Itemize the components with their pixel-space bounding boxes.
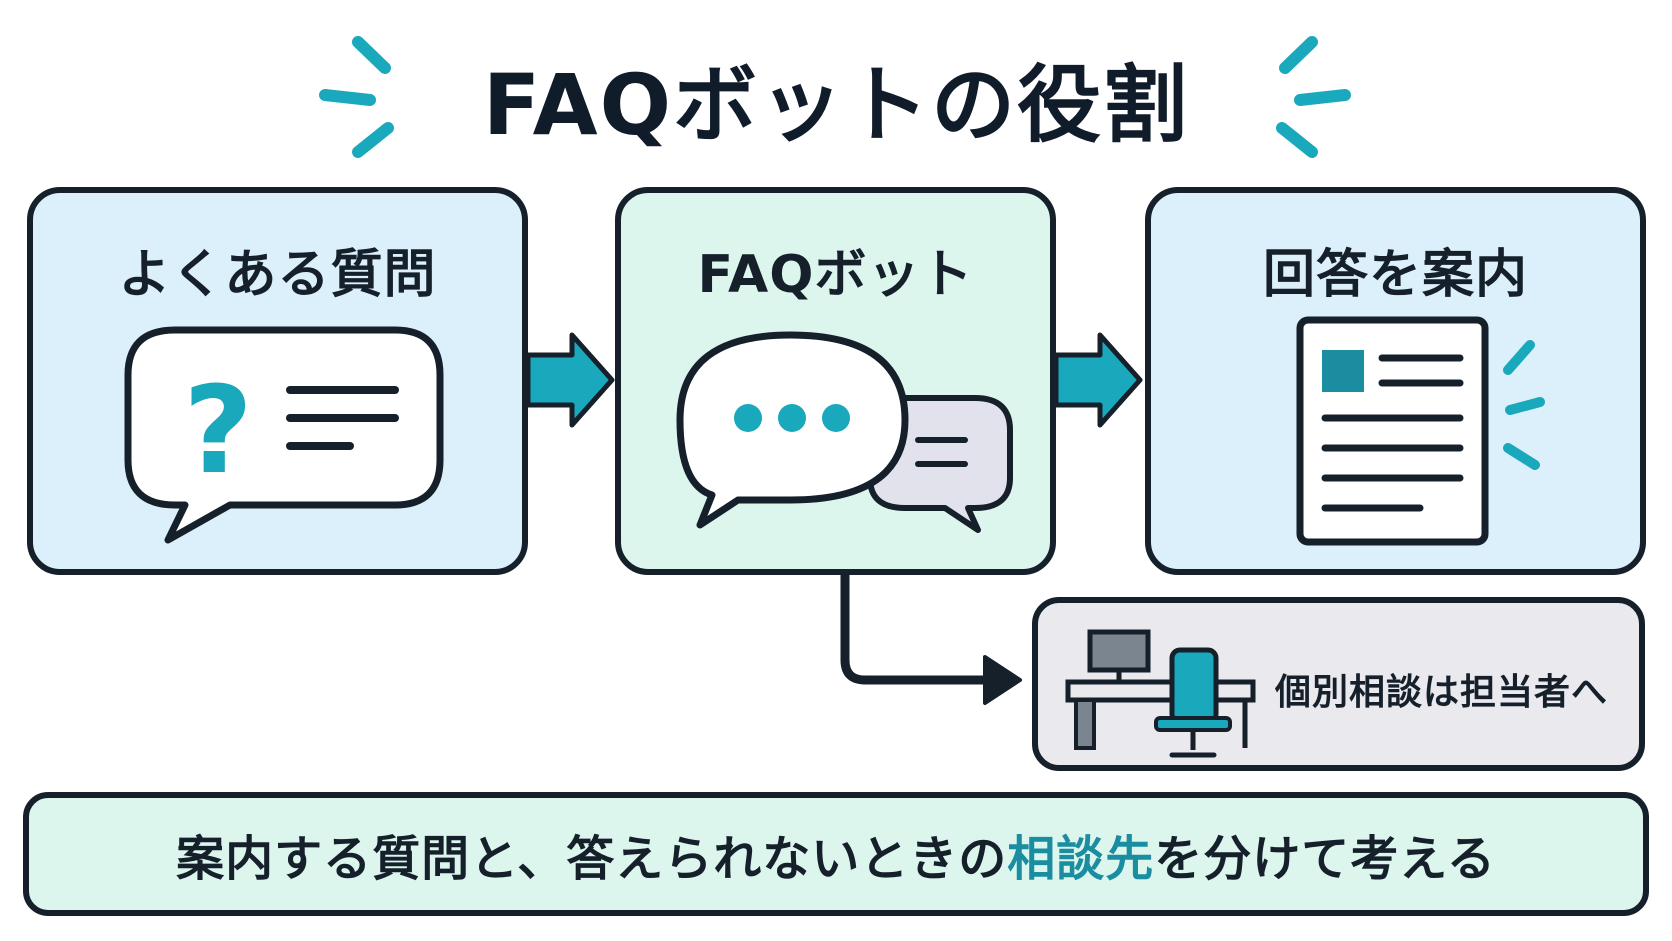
summary-bar [23,792,1649,916]
box-label-answer-guide: 回答を案内 [1262,245,1528,305]
escalation-connector [840,570,990,685]
title-spark-right-icon [1276,36,1351,158]
document-spark-icon [1503,340,1545,470]
escalation-label: 個別相談は担当者へ [1275,672,1609,713]
question-speech-bubble-icon: ? [124,326,444,544]
chat-bubbles-icon [676,331,1013,533]
title-spark-left-icon [319,36,394,158]
page-title: FAQボットの役割 [482,56,1190,154]
document-icon [1296,316,1489,546]
box-label-faq-bot: FAQボット [697,245,974,305]
summary-text-after: を分けて考える [1154,831,1496,887]
summary-text: 案内する質問と、答えられないときの相談先を分けて考える [26,795,1646,913]
desk-chair-icon [1065,629,1256,758]
summary-text-before: 案内する質問と、答えられないときの [176,831,1008,887]
arrow-right-icon [983,655,1022,705]
box-label-faq-questions: よくある質問 [118,245,437,305]
summary-text-highlight: 相談先 [1007,831,1155,887]
arrow-right-icon [525,332,615,428]
arrow-right-icon [1053,332,1143,428]
svg-text:?: ? [183,362,253,501]
